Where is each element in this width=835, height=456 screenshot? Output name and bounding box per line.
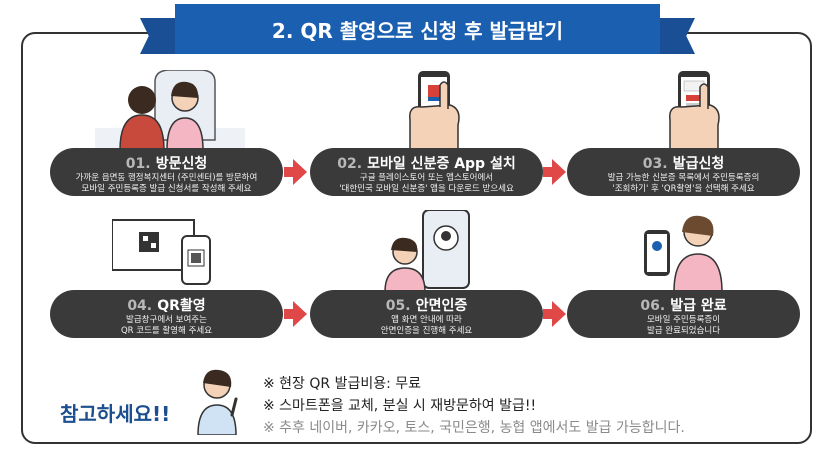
step-05-number: 05. (385, 298, 411, 314)
title-banner: 2. QR 촬영으로 신청 후 발급받기 (0, 0, 835, 60)
step-01-desc-2: 모바일 주민등록증 발급 신청서를 작성해 주세요 (81, 184, 252, 194)
step-06-pill: 06. 발급 완료 모바일 주민등록증이 발급 완료되었습니다 (567, 290, 800, 338)
arrow-stem-1 (284, 167, 294, 177)
arrow-right-icon (293, 301, 307, 327)
note-line-3: ※ 추후 네이버, 카카오, 토스, 국민은행, 농협 앱에서도 발급 가능합니… (263, 420, 685, 436)
banner-ribbon-left (140, 18, 175, 54)
step-02-pill: 02. 모바일 신분증 App 설치 구글 플레이스토어 또는 앱스토어에서 '… (310, 148, 543, 196)
step-01-title: 방문신청 (155, 156, 208, 172)
step-04-pill: 04. QR촬영 발급창구에서 보여주는 QR 코드를 촬영해 주세요 (50, 290, 283, 338)
arrow-stem-4 (543, 309, 553, 319)
arrow-stem-3 (284, 309, 294, 319)
step-03-desc-1: 발급 가능한 신분증 목록에서 주민등록증의 (607, 173, 760, 183)
step-03-title: 발급신청 (672, 156, 725, 172)
step-02-title: 모바일 신분증 App 설치 (367, 156, 516, 172)
arrow-stem-2 (543, 167, 553, 177)
pointing-person-illustration (197, 369, 238, 435)
phone-install-illustration (409, 71, 460, 150)
counter-visit-illustration (95, 70, 245, 150)
step-06-desc-2: 발급 완료되었습니다 (646, 326, 721, 336)
arrow-right-icon (552, 301, 566, 327)
step-05-title: 안면인증 (415, 298, 468, 314)
step-06-desc-1: 모바일 주민등록증이 (646, 315, 721, 325)
step-04-desc-1: 발급창구에서 보여주는 (126, 315, 207, 325)
note-label: 참고하세요!! (60, 402, 171, 426)
step-01-desc-1: 가까운 읍면동 행정복지센터 (주민센터)를 방문하여 (75, 173, 258, 183)
notes-list: ※ 현장 QR 발급비용: 무료 ※ 스마트폰을 교체, 분실 시 재방문하여 … (263, 373, 685, 439)
qr-scan-illustration (112, 219, 211, 285)
issue-complete-illustration (644, 215, 723, 292)
step-04-number: 04. (127, 298, 153, 314)
step-04-desc-2: QR 코드를 촬영해 주세요 (120, 326, 213, 336)
step-01-pill: 01. 방문신청 가까운 읍면동 행정복지센터 (주민센터)를 방문하여 모바일… (50, 148, 283, 196)
face-auth-illustration (384, 210, 470, 292)
step-05-desc-2: 안면인증을 진행해 주세요 (380, 326, 473, 336)
arrow-right-icon (552, 159, 566, 185)
note-line-1: ※ 현장 QR 발급비용: 무료 (263, 376, 422, 392)
arrow-right-icon (293, 159, 307, 185)
step-03-number: 03. (642, 156, 668, 172)
step-03-desc-2: '조회하기' 후 'QR촬영'을 선택해 주세요 (612, 184, 755, 194)
step-02-number: 02. (337, 156, 363, 172)
step-04-title: QR촬영 (157, 298, 206, 314)
phone-apply-illustration (669, 71, 720, 150)
banner-ribbon-right (660, 18, 695, 54)
step-06-title: 발급 완료 (670, 298, 727, 314)
step-02-desc-2: '대한민국 모바일 신분증' 앱을 다운로드 받으세요 (339, 184, 514, 194)
banner-title: 2. QR 촬영으로 신청 후 발급받기 (175, 4, 660, 54)
step-05-pill: 05. 안면인증 앱 화면 안내에 따라 안면인증을 진행해 주세요 (310, 290, 543, 338)
step-01-number: 01. (125, 156, 151, 172)
step-03-pill: 03. 발급신청 발급 가능한 신분증 목록에서 주민등록증의 '조회하기' 후… (567, 148, 800, 196)
step-02-desc-1: 구글 플레이스토어 또는 앱스토어에서 (359, 173, 494, 183)
step-06-number: 06. (640, 298, 666, 314)
step-05-desc-1: 앱 화면 안내에 따라 (391, 315, 462, 325)
note-line-2: ※ 스마트폰을 교체, 분실 시 재방문하여 발급!! (263, 398, 537, 414)
